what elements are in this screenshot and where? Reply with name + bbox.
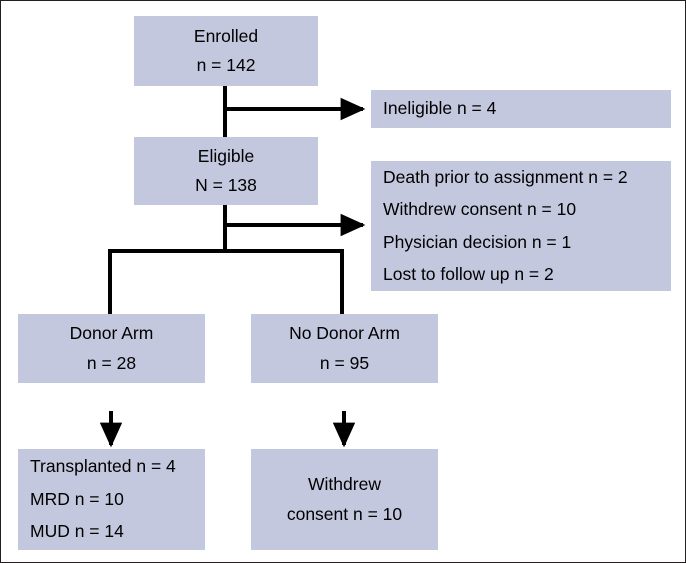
node-eligible-line-1: Eligible: [197, 145, 255, 166]
node-eligible-line-2: N = 138: [195, 175, 257, 195]
node-ineligible: Ineligible n = 4: [371, 90, 671, 128]
node-eligible: Eligible N = 138: [134, 137, 318, 205]
node-enrolled-line-2: n = 142: [196, 55, 256, 75]
connector-split-bracket: [108, 249, 344, 314]
node-exclusions-line-1: Death prior to assignment n = 2: [383, 166, 628, 187]
node-enrolled: Enrolled n = 142: [134, 16, 318, 86]
node-donor-outcomes: Transplanted n = 4 MRD n = 10 MUD n = 14: [18, 449, 205, 550]
node-no-donor-arm-line-1: No Donor Arm: [289, 323, 400, 344]
node-donor-arm: Donor Arm n = 28: [18, 314, 205, 383]
node-donor-outcomes-line-1: Transplanted n = 4: [30, 456, 176, 477]
node-exclusions-line-4: Lost to follow up n = 2: [383, 263, 554, 284]
node-exclusions: Death prior to assignment n = 2 Withdrew…: [371, 161, 671, 291]
node-donor-outcomes-line-3: MUD n = 14: [30, 521, 124, 542]
node-no-donor-outcomes-line-2: consent n = 10: [286, 503, 403, 524]
node-exclusions-line-3: Physician decision n = 1: [383, 231, 572, 252]
node-donor-arm-line-1: Donor Arm: [69, 323, 154, 344]
node-no-donor-arm-line-2: n = 95: [319, 352, 370, 373]
node-no-donor-arm: No Donor Arm n = 95: [251, 314, 438, 383]
node-enrolled-line-1: Enrolled: [193, 25, 259, 46]
node-exclusions-line-2: Withdrew consent n = 10: [383, 199, 577, 220]
node-donor-outcomes-line-2: MRD n = 10: [30, 488, 124, 509]
node-ineligible-line-1: Ineligible n = 4: [383, 98, 497, 119]
node-no-donor-outcomes: Withdrew consent n = 10: [251, 449, 438, 550]
node-donor-arm-line-2: n = 28: [86, 352, 137, 373]
node-no-donor-outcomes-line-1: Withdrew: [308, 474, 381, 495]
